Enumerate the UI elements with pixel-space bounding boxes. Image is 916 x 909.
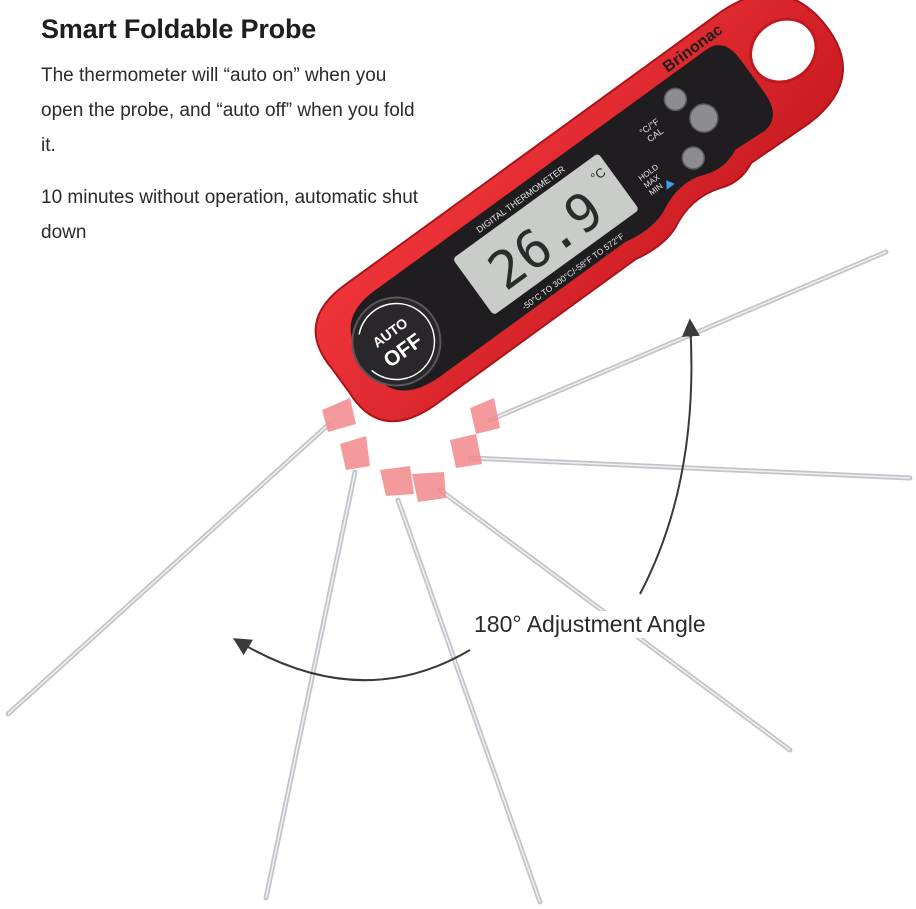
thermometer: AUTO OFF DIGITAL THERMOMETER 26.9 °C -50… <box>314 0 844 423</box>
auto-off-dial <box>351 296 442 387</box>
temperature-unit: °C <box>588 164 609 185</box>
adjustment-arc-lower <box>232 638 471 682</box>
backlight-icon <box>666 180 675 190</box>
hinge-ghosts <box>322 398 500 502</box>
adjustment-arc <box>639 318 700 595</box>
heading: Smart Foldable Probe <box>41 14 317 44</box>
adjustment-angle-label: 180° Adjustment Angle <box>472 611 708 638</box>
probe-steep-position <box>395 497 543 905</box>
hold-max-min-button[interactable] <box>678 143 709 174</box>
auto-on-off-description: The thermometer will “auto on” when you … <box>41 65 415 156</box>
power-button[interactable] <box>684 99 723 138</box>
auto-shutdown-description: 10 minutes without operation, automatic … <box>41 187 419 243</box>
probe-horizontal-position <box>467 455 913 481</box>
lanyard-hole <box>749 17 818 84</box>
probe-extended-position <box>5 422 331 717</box>
lcd-screen <box>454 154 638 314</box>
probe-vertical-position <box>263 469 358 901</box>
cf-cal-button[interactable] <box>660 84 691 115</box>
